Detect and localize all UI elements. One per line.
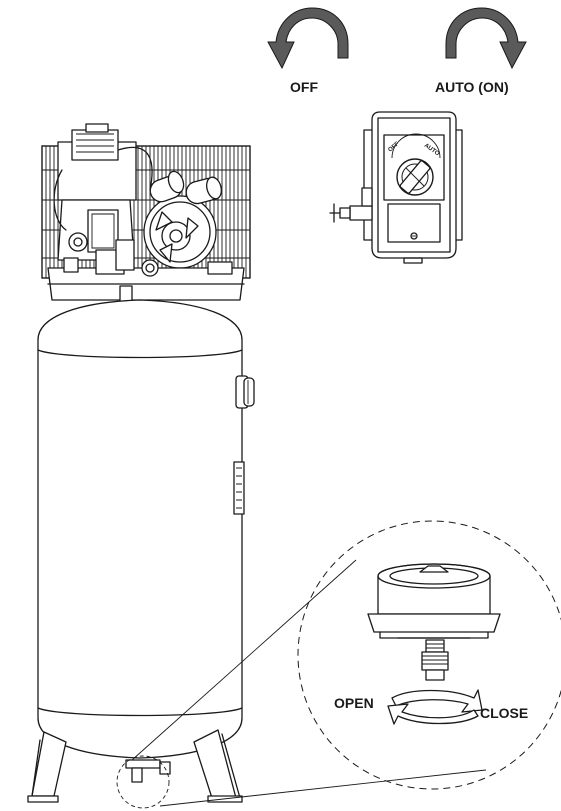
switch-knob (396, 158, 434, 196)
pressure-switch-detail: OFF AUTO (329, 111, 463, 264)
close-arrow-icon (387, 703, 479, 725)
close-label: CLOSE (480, 705, 528, 721)
tank-data-plate (233, 461, 245, 515)
air-tank (37, 299, 255, 759)
drain-valve-small (116, 755, 171, 809)
drain-valve-detail: OPEN CLOSE (297, 520, 561, 790)
drain-valve-enlarged (367, 563, 501, 681)
open-label: OPEN (334, 695, 374, 711)
off-arrow-icon (267, 7, 349, 70)
open-arrow-icon (391, 689, 483, 713)
off-label: OFF (290, 79, 318, 95)
tank-side-fitting (235, 375, 255, 409)
callout-lines (131, 559, 487, 807)
pump-motor-assembly (41, 123, 251, 309)
auto-on-label: AUTO (ON) (435, 79, 509, 95)
auto-on-arrow-icon (445, 7, 527, 70)
pump-head (53, 123, 153, 261)
motor (143, 170, 222, 269)
capacitors (149, 170, 222, 205)
